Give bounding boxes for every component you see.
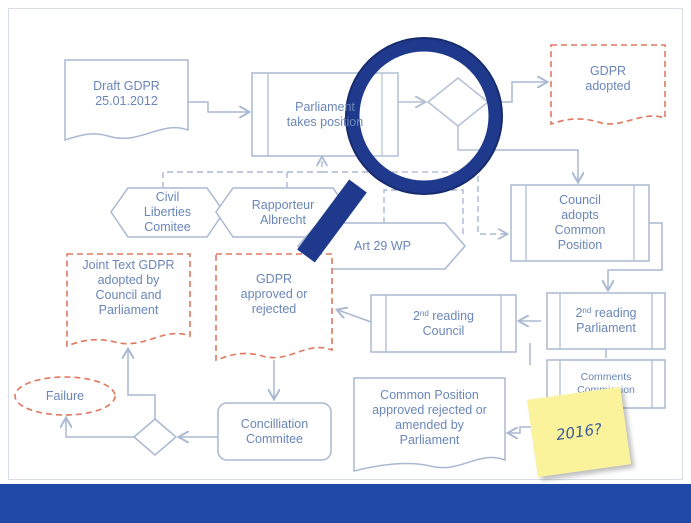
sticky-note: 2016?	[527, 386, 631, 478]
parliament-position-box	[251, 72, 399, 157]
second-reading-parliament-label: 2nd reading Parliament	[575, 306, 637, 335]
bottom-bar	[0, 484, 691, 523]
joint-text-label: Joint Text GDPR adopted by Council and P…	[82, 258, 175, 317]
concilliation-box	[217, 402, 332, 461]
magnifying-glass-icon	[297, 37, 503, 263]
common-position-label: Common Position approved rejected or ame…	[372, 388, 487, 447]
draft-gdpr-label: Draft GDPR 25.01.2012	[93, 79, 160, 108]
gdpr-approved-label: GDPR approved or rejected	[240, 272, 308, 316]
sticky-note-text: 2016?	[554, 419, 604, 445]
gdpr-adopted-doc	[550, 44, 666, 126]
second-reading-parliament-box	[546, 292, 666, 350]
parliament-position-label: Parliament takes position	[286, 100, 364, 129]
joint-text-doc	[66, 253, 191, 348]
rapporteur-label: Rapporteur Albrecht	[251, 197, 315, 227]
second-reading-council-box	[370, 294, 517, 353]
gdpr-approved-doc	[215, 253, 333, 362]
concilliation-label: Concilliation Commitee	[240, 416, 309, 446]
failure-ellipse	[14, 376, 116, 416]
art29-label: Art 29 WP	[354, 238, 411, 253]
decision-diamond-bottom	[132, 418, 178, 456]
failure-label: Failure	[45, 388, 85, 403]
civil-liberties-hexagon	[110, 187, 225, 238]
second-reading-council-label: 2nd reading Council	[412, 308, 475, 338]
art29-hexagon	[297, 222, 466, 270]
civil-liberties-label: Civil Liberties Comitee	[143, 190, 192, 234]
gdpr-adopted-label: GDPR adopted	[585, 64, 631, 93]
council-common-position-label: Council adopts Common Position	[554, 193, 606, 252]
common-position-doc	[353, 377, 506, 472]
slide-frame	[8, 8, 683, 480]
council-common-position-box	[510, 184, 650, 262]
draft-gdpr-doc	[64, 59, 189, 142]
